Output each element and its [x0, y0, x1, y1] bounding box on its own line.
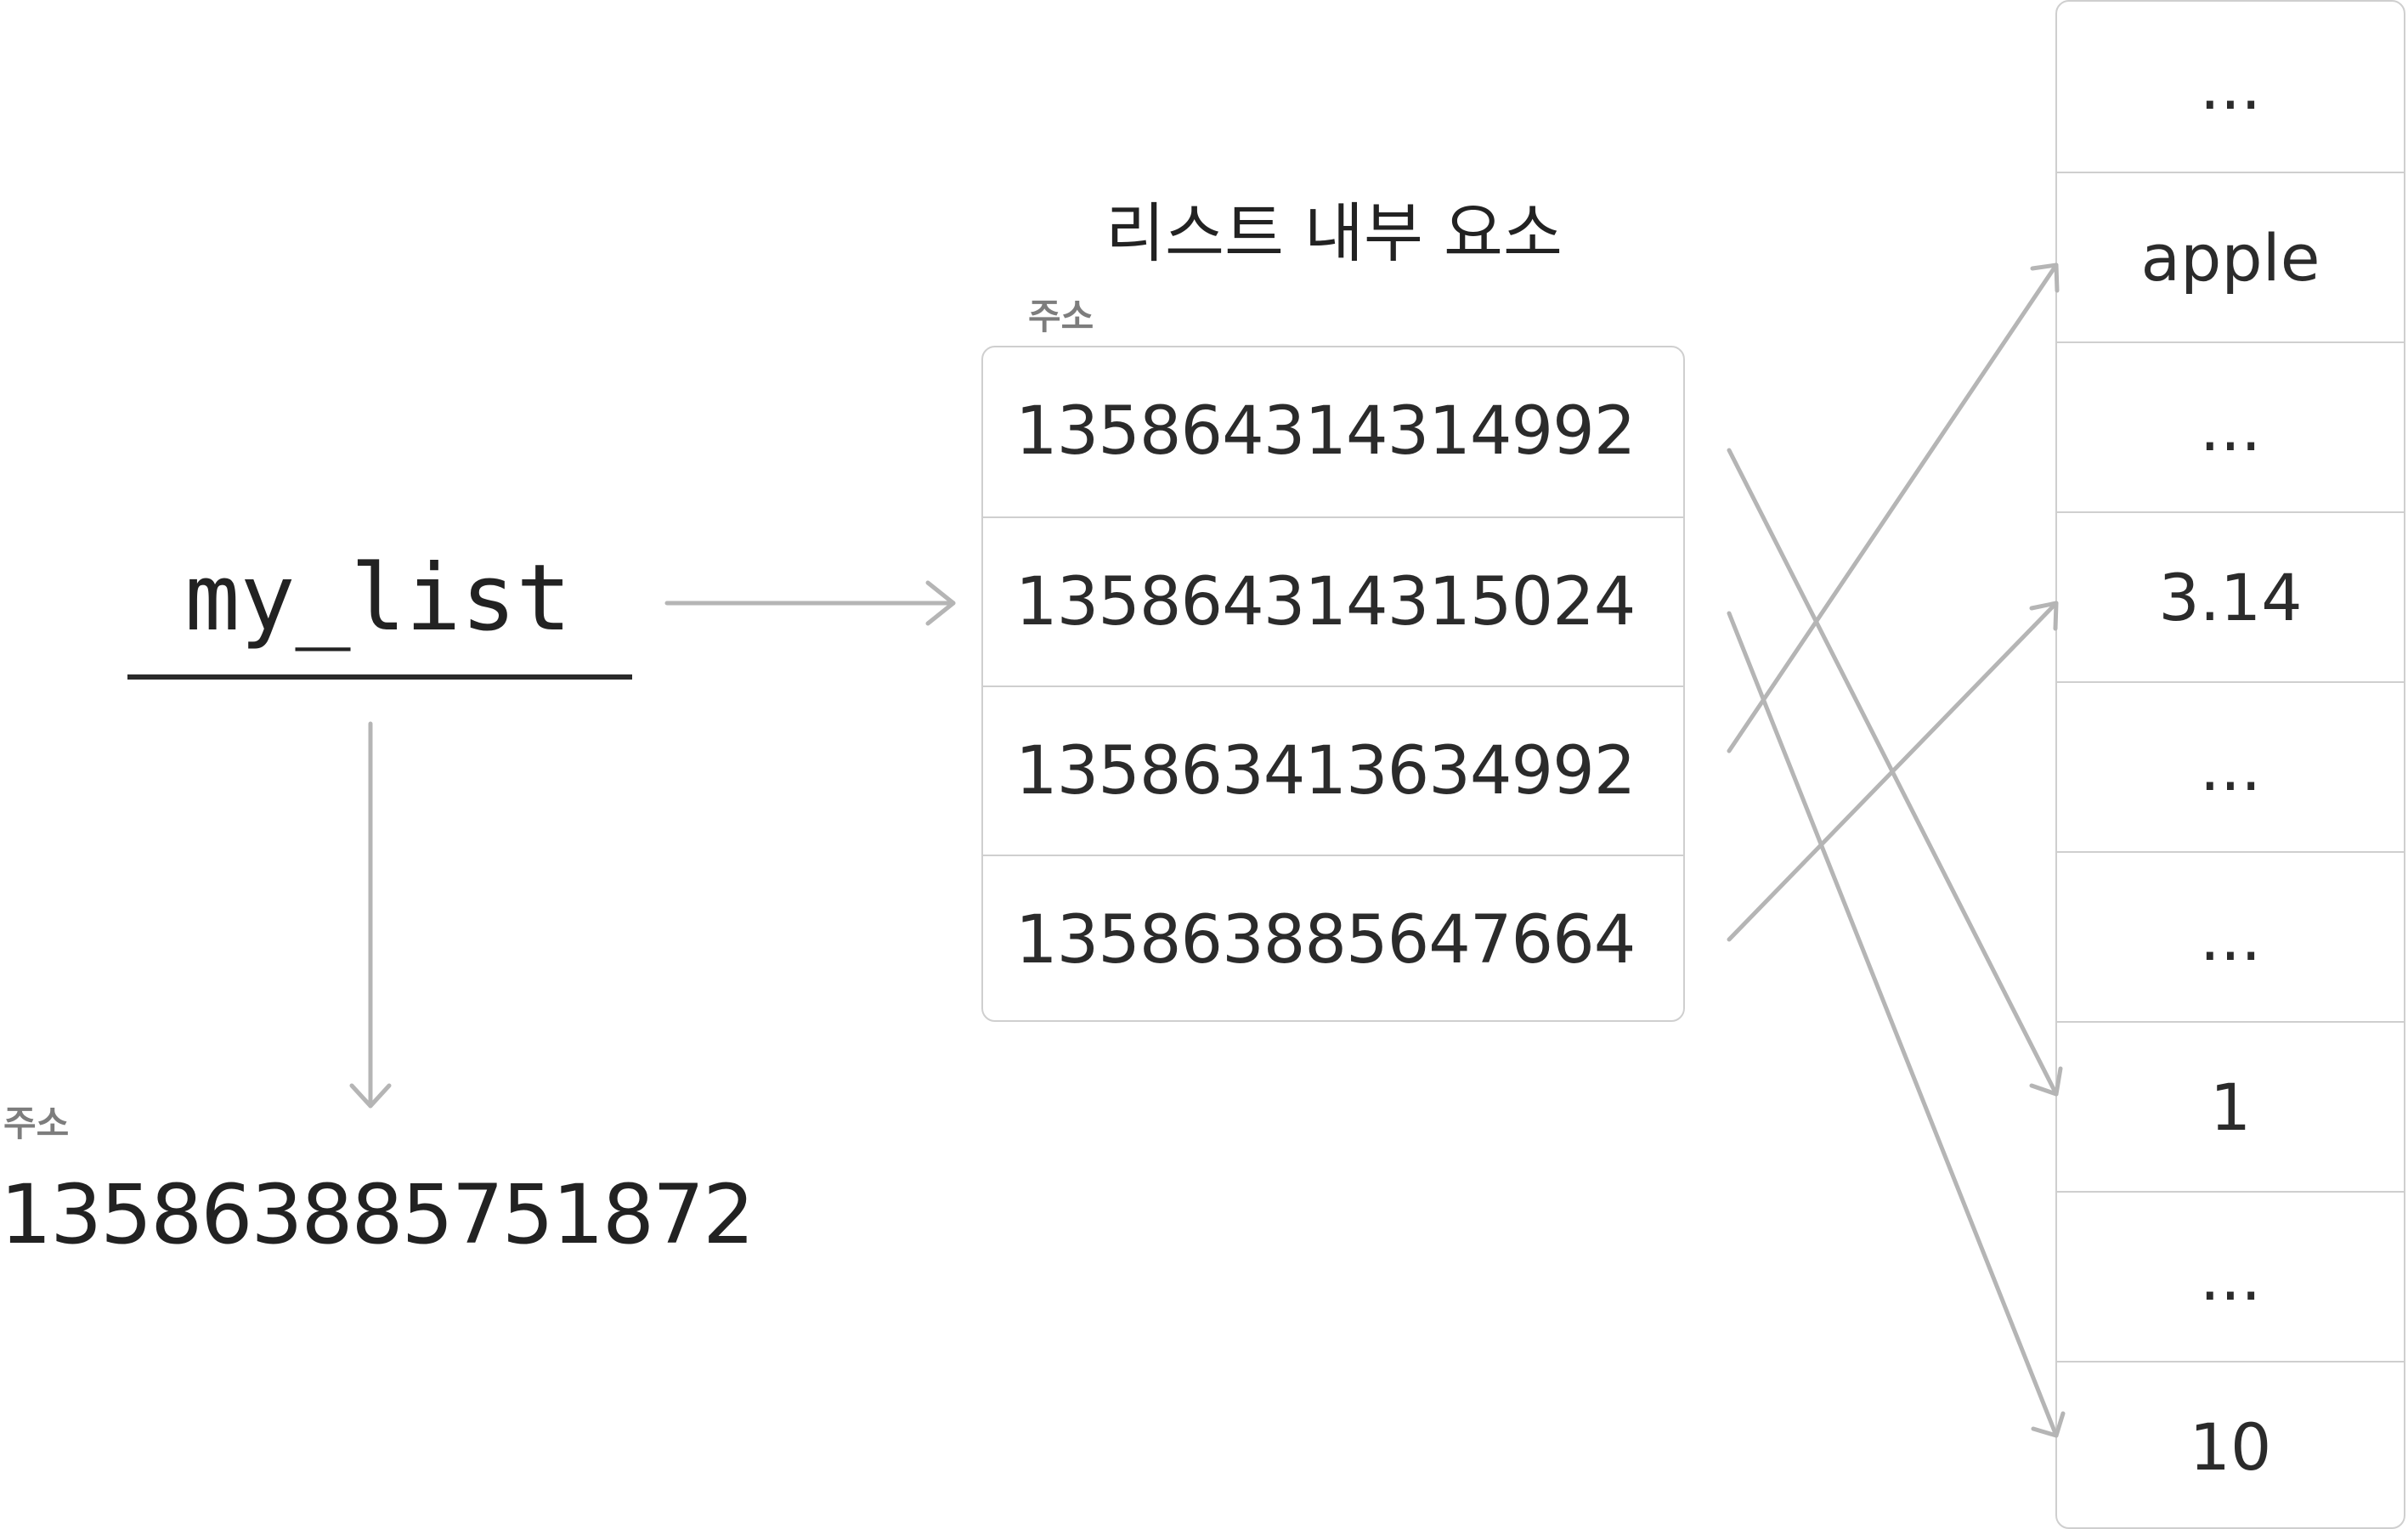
arrow-item-3-to-cell — [1727, 601, 2059, 942]
list-item: 135863413634992 — [983, 686, 1683, 855]
variable-underline — [127, 674, 632, 680]
list-item: 135863885647664 — [983, 855, 1683, 1020]
memory-cell: ... — [2057, 851, 2404, 1021]
list-box: 135864314314992 135864314315024 13586341… — [981, 346, 1685, 1022]
memory-cell: ... — [2057, 681, 2404, 851]
arrow-variable-to-list — [664, 580, 956, 626]
arrow-item-2-to-cell — [1727, 262, 2060, 753]
memory-cell: ... — [2057, 1191, 2404, 1361]
variable-address: 135863885751872 — [0, 1167, 755, 1262]
list-item: 135864314314992 — [1015, 393, 1636, 470]
memory-cell: ... — [2057, 341, 2404, 511]
memory-cell: 3.14 — [2057, 511, 2404, 681]
list-item: 135864314315024 — [983, 516, 1683, 686]
list-title: 리스트 내부 요소 — [1105, 195, 1563, 271]
variable-address-label: 주소 — [3, 1103, 70, 1144]
memory-cell: 1 — [2057, 1021, 2404, 1191]
list-address-label: 주소 — [1028, 296, 1094, 337]
memory-column: ... apple ... 3.14 ... ... 1 ... 10 — [2055, 0, 2405, 1529]
arrow-item-0-to-cell — [1727, 448, 2063, 1097]
memory-cell: ... — [2199, 48, 2262, 124]
memory-cell: 10 — [2057, 1361, 2404, 1527]
arrow-item-1-to-cell — [1727, 611, 2066, 1438]
arrow-variable-to-address — [349, 721, 392, 1109]
memory-cell: apple — [2057, 172, 2404, 341]
variable-name: my_list — [184, 545, 572, 652]
